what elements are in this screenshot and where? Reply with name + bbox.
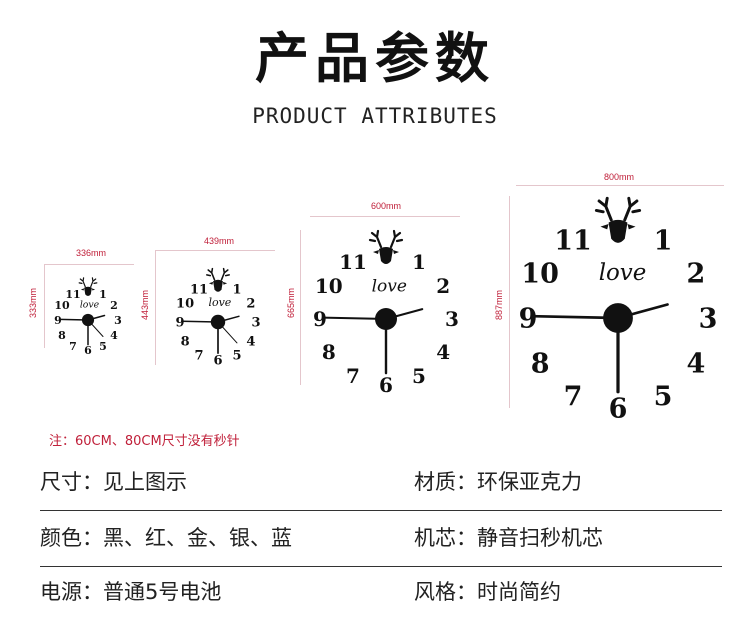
clock-numeral: 1 — [412, 250, 426, 274]
dimension-guide — [44, 264, 45, 348]
clock-numeral: 5 — [412, 364, 426, 388]
clock-numeral: 8 — [181, 335, 190, 350]
dimension-guide — [516, 185, 724, 186]
clock-numeral: 4 — [246, 335, 255, 350]
clock-4-height-label: 887mm — [494, 290, 504, 321]
clock-1-width-label: 336mm — [76, 248, 107, 258]
clock-numeral: 5 — [232, 349, 241, 364]
clock-numeral: 10 — [521, 259, 559, 290]
clock-numeral: 2 — [436, 274, 450, 298]
clock-numeral: 6 — [84, 344, 92, 357]
love-script-text: love — [208, 296, 231, 309]
clock-numeral: 11 — [190, 283, 208, 298]
clock-hub — [210, 314, 226, 330]
deer-head-icon — [594, 196, 642, 243]
spec-size: 尺寸：见上图示 — [40, 470, 187, 494]
page-title: 产品参数 — [255, 27, 495, 90]
clock-numeral: 8 — [58, 329, 66, 342]
love-script-text: love — [80, 299, 100, 310]
clock-2-height-label: 443mm — [140, 290, 150, 321]
clock-numeral: 7 — [194, 349, 203, 364]
deer-head-icon — [78, 277, 98, 297]
clock-numeral: 11 — [65, 288, 80, 301]
clock-numeral: 3 — [445, 307, 459, 331]
clock-numeral: 4 — [436, 340, 450, 364]
clock-numeral: 7 — [564, 381, 583, 412]
clock-numeral: 3 — [251, 316, 260, 331]
clock-numeral: 9 — [313, 307, 327, 331]
clock-numeral: 8 — [531, 348, 550, 379]
dimension-guide — [300, 230, 301, 385]
clock-4-width-label: 800mm — [604, 172, 635, 182]
clock-numeral: 2 — [110, 299, 118, 312]
clock-numeral: 5 — [654, 381, 673, 412]
page-subtitle: PRODUCT ATTRIBUTES — [252, 104, 498, 128]
deer-head-icon — [368, 229, 404, 264]
clock-numeral: 9 — [54, 314, 62, 327]
divider — [40, 566, 722, 567]
spec-row: 电源：普通5号电池 风格：时尚简约 — [40, 576, 722, 628]
clock-numeral: 10 — [176, 297, 194, 312]
clock-numeral: 10 — [54, 299, 70, 312]
clock-numeral: 1 — [654, 226, 673, 257]
clock-2-width-label: 439mm — [204, 236, 235, 246]
clock-numeral: 6 — [379, 373, 393, 397]
clock-numeral: 1 — [232, 283, 241, 298]
divider — [40, 510, 722, 511]
spec-style: 风格：时尚简约 — [414, 580, 561, 604]
clock-numeral: 10 — [315, 274, 343, 298]
love-script-text: love — [599, 260, 647, 286]
dimension-guide — [44, 264, 134, 265]
clock-hub — [603, 303, 633, 333]
dimension-guide — [155, 250, 275, 251]
clock-3-width-label: 600mm — [371, 201, 402, 211]
clock-numeral: 4 — [687, 348, 706, 379]
clock-numeral: 7 — [346, 364, 360, 388]
clock-numeral: 2 — [687, 259, 706, 290]
spec-material: 材质：环保亚克力 — [414, 470, 582, 494]
clock-hub — [81, 313, 95, 327]
clock-hub — [375, 308, 397, 330]
clock-numeral: 1 — [99, 288, 107, 301]
dimension-guide — [310, 216, 460, 217]
clock-numeral: 5 — [99, 340, 107, 353]
deer-head-icon — [206, 267, 230, 292]
clock-numeral: 6 — [213, 354, 222, 369]
clock-numeral: 8 — [322, 340, 336, 364]
spec-movement: 机芯：静音扫秒机芯 — [414, 526, 603, 550]
clock-numeral: 9 — [175, 316, 184, 331]
spec-row: 尺寸：见上图示 材质：环保亚克力 — [40, 466, 722, 518]
clock-numeral: 11 — [339, 250, 367, 274]
clock-numeral: 4 — [110, 329, 118, 342]
clock-numeral: 7 — [69, 340, 77, 353]
clock-numeral: 2 — [246, 297, 255, 312]
dimension-guide — [509, 196, 510, 408]
clock-numeral: 9 — [519, 304, 538, 335]
dimension-guide — [155, 250, 156, 365]
spec-row: 颜色：黑、红、金、银、蓝 机芯：静音扫秒机芯 — [40, 522, 722, 574]
clock-numeral: 3 — [699, 303, 718, 334]
love-script-text: love — [372, 276, 407, 296]
clock-numeral: 3 — [114, 314, 122, 327]
clock-numeral: 6 — [609, 393, 628, 424]
spec-color: 颜色：黑、红、金、银、蓝 — [40, 526, 292, 550]
note-text: 注：60CM、80CM尺寸没有秒针 — [49, 434, 240, 449]
clock-numeral: 11 — [554, 226, 592, 257]
clock-3-height-label: 665mm — [286, 288, 296, 319]
spec-power: 电源：普通5号电池 — [40, 580, 222, 604]
clock-1-height-label: 333mm — [28, 288, 38, 319]
